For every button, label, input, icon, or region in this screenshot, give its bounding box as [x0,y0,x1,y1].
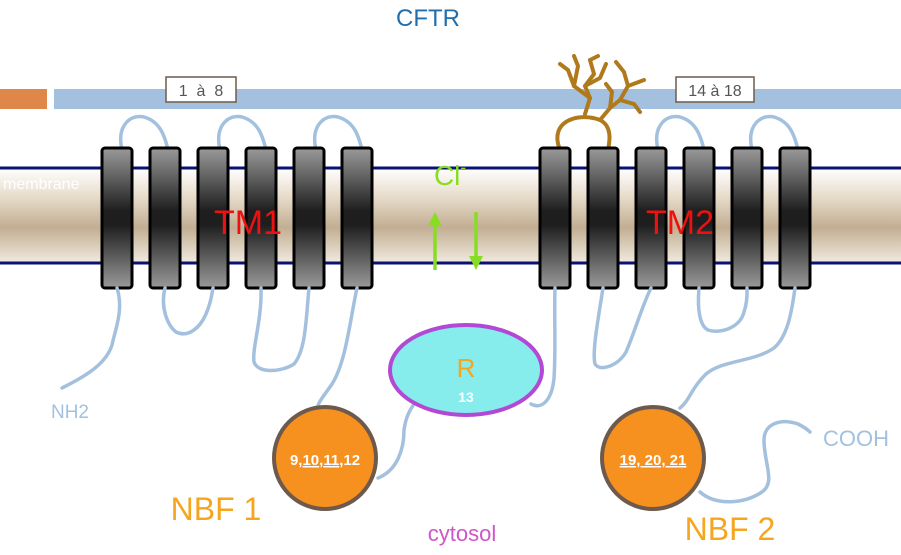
cooh-label: COOH [823,426,889,451]
nbf1-label: NBF 1 [171,491,262,527]
chloride-ion-symbol: Cl [434,160,460,191]
nh2-label: NH2 [51,402,89,423]
nh2-tail [60,286,122,390]
chloride-ion-charge: - [460,158,466,177]
tm2-helix [586,146,620,290]
linker-r-to-tm2 [529,286,557,408]
exon-box-14-18-label: 14 à 18 [688,83,741,100]
extracellular-loops [118,114,800,152]
tm1-helix [292,146,326,290]
tm2-helix [538,146,572,290]
tm2-helix [730,146,764,290]
nbf1-exons: 9,10,11,12 [290,452,360,469]
nbf2-label: NBF 2 [685,511,776,547]
tm1-helix [340,146,374,290]
exon-number: , [298,452,302,469]
exon-number: 11 [323,452,339,469]
linker-to-nbf1 [315,286,359,412]
gene-bar-left-segment [0,89,47,109]
exon-number: 19, 20, 21 [620,452,687,469]
nbf2-domain: 19, 20, 21 [600,405,706,511]
membrane-label: membrane [3,176,80,193]
tm1-helix [148,146,182,290]
exon-number: , [319,452,323,469]
linker-nbf1-to-r [376,402,416,480]
r-domain-label: R [457,353,476,383]
tm2-helices [538,146,812,290]
r-domain: R 13 [388,323,544,417]
exon-number: ,12 [339,452,360,469]
tm2-helix [778,146,812,290]
arrow-up-head-icon [428,212,442,226]
linker-to-nbf2 [678,286,797,410]
ion-flow-arrows [428,212,483,270]
tm1-helices [100,146,374,290]
cooh-tail [698,419,812,504]
exon-box-14-18: 14 à 18 [675,76,755,103]
tm1-helix [100,146,134,290]
nbf1-domain: 9,10,11,12 [272,405,378,511]
tm2-label: TM2 [646,204,714,242]
r-domain-exon: 13 [458,389,474,405]
nbf2-exons: 19, 20, 21 [620,452,687,469]
cytosol-label: cytosol [428,521,496,546]
exon-number: 10 [302,452,319,469]
title: CFTR [396,5,460,32]
glycan-tree [555,54,646,152]
tm1-label: TM1 [214,204,282,242]
exon-box-1-8-label: 1 à 8 [179,83,224,100]
exon-box-1-8: 1 à 8 [165,76,237,103]
chloride-ion-label: Cl- [434,158,466,191]
exon-number: 9 [290,452,298,469]
arrow-down-head-icon [469,256,483,270]
intracellular-chain [60,286,812,504]
